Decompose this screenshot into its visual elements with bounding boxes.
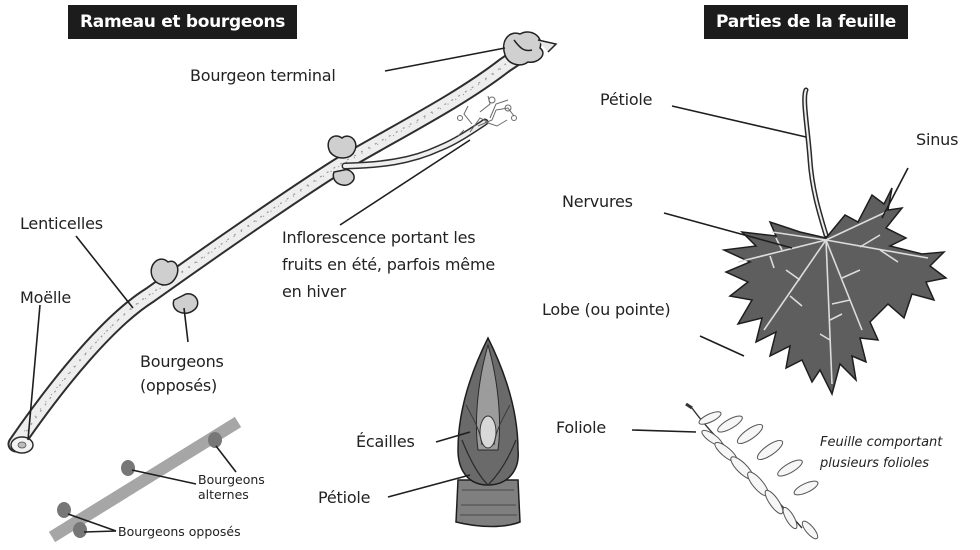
compound-leaf-illustration	[686, 404, 820, 541]
label-ecailles: Écailles	[356, 430, 415, 454]
label-feuille-composee-line-2: plusieurs folioles	[820, 453, 942, 474]
label-feuille-composee: Feuille comportant plusieurs folioles	[820, 432, 942, 474]
label-feuille-composee-line-1: Feuille comportant	[820, 432, 942, 453]
label-sinus: Sinus	[916, 128, 958, 152]
label-lenticelles: Lenticelles	[20, 212, 103, 236]
label-petiole-leaf: Pétiole	[600, 88, 652, 112]
label-bourgeons-opposes-line-1: Bourgeons	[140, 350, 224, 374]
label-foliole: Foliole	[556, 416, 606, 440]
label-inflorescence-line-2: fruits en été, parfois même	[282, 251, 495, 278]
label-inflorescence: Inflorescence portant les fruits en été,…	[282, 224, 495, 305]
label-bourgeons-opposes: Bourgeons (opposés)	[140, 350, 224, 398]
label-inflorescence-line-3: en hiver	[282, 278, 495, 305]
label-bourgeons-alternes-line-1: Bourgeons	[198, 472, 265, 487]
bud-closeup-illustration	[456, 338, 520, 527]
terminal-bud	[504, 32, 556, 65]
label-bourgeons-alternes-line-2: alternes	[198, 487, 265, 502]
label-bourgeon-terminal: Bourgeon terminal	[190, 64, 336, 88]
label-bourgeons-opposes-line-2: (opposés)	[140, 374, 224, 398]
label-nervures: Nervures	[562, 190, 633, 214]
label-inflorescence-line-1: Inflorescence portant les	[282, 224, 495, 251]
label-petiole-bud: Pétiole	[318, 486, 370, 510]
header-parties-de-la-feuille: Parties de la feuille	[704, 5, 908, 39]
label-lobe: Lobe (ou pointe)	[542, 298, 670, 322]
maple-leaf-illustration	[724, 90, 946, 394]
label-bourgeons-alternes: Bourgeons alternes	[198, 472, 265, 502]
label-moelle: Moëlle	[20, 286, 71, 310]
label-bourgeons-opposes-schema: Bourgeons opposés	[118, 524, 241, 539]
header-rameau-et-bourgeons: Rameau et bourgeons	[68, 5, 297, 39]
